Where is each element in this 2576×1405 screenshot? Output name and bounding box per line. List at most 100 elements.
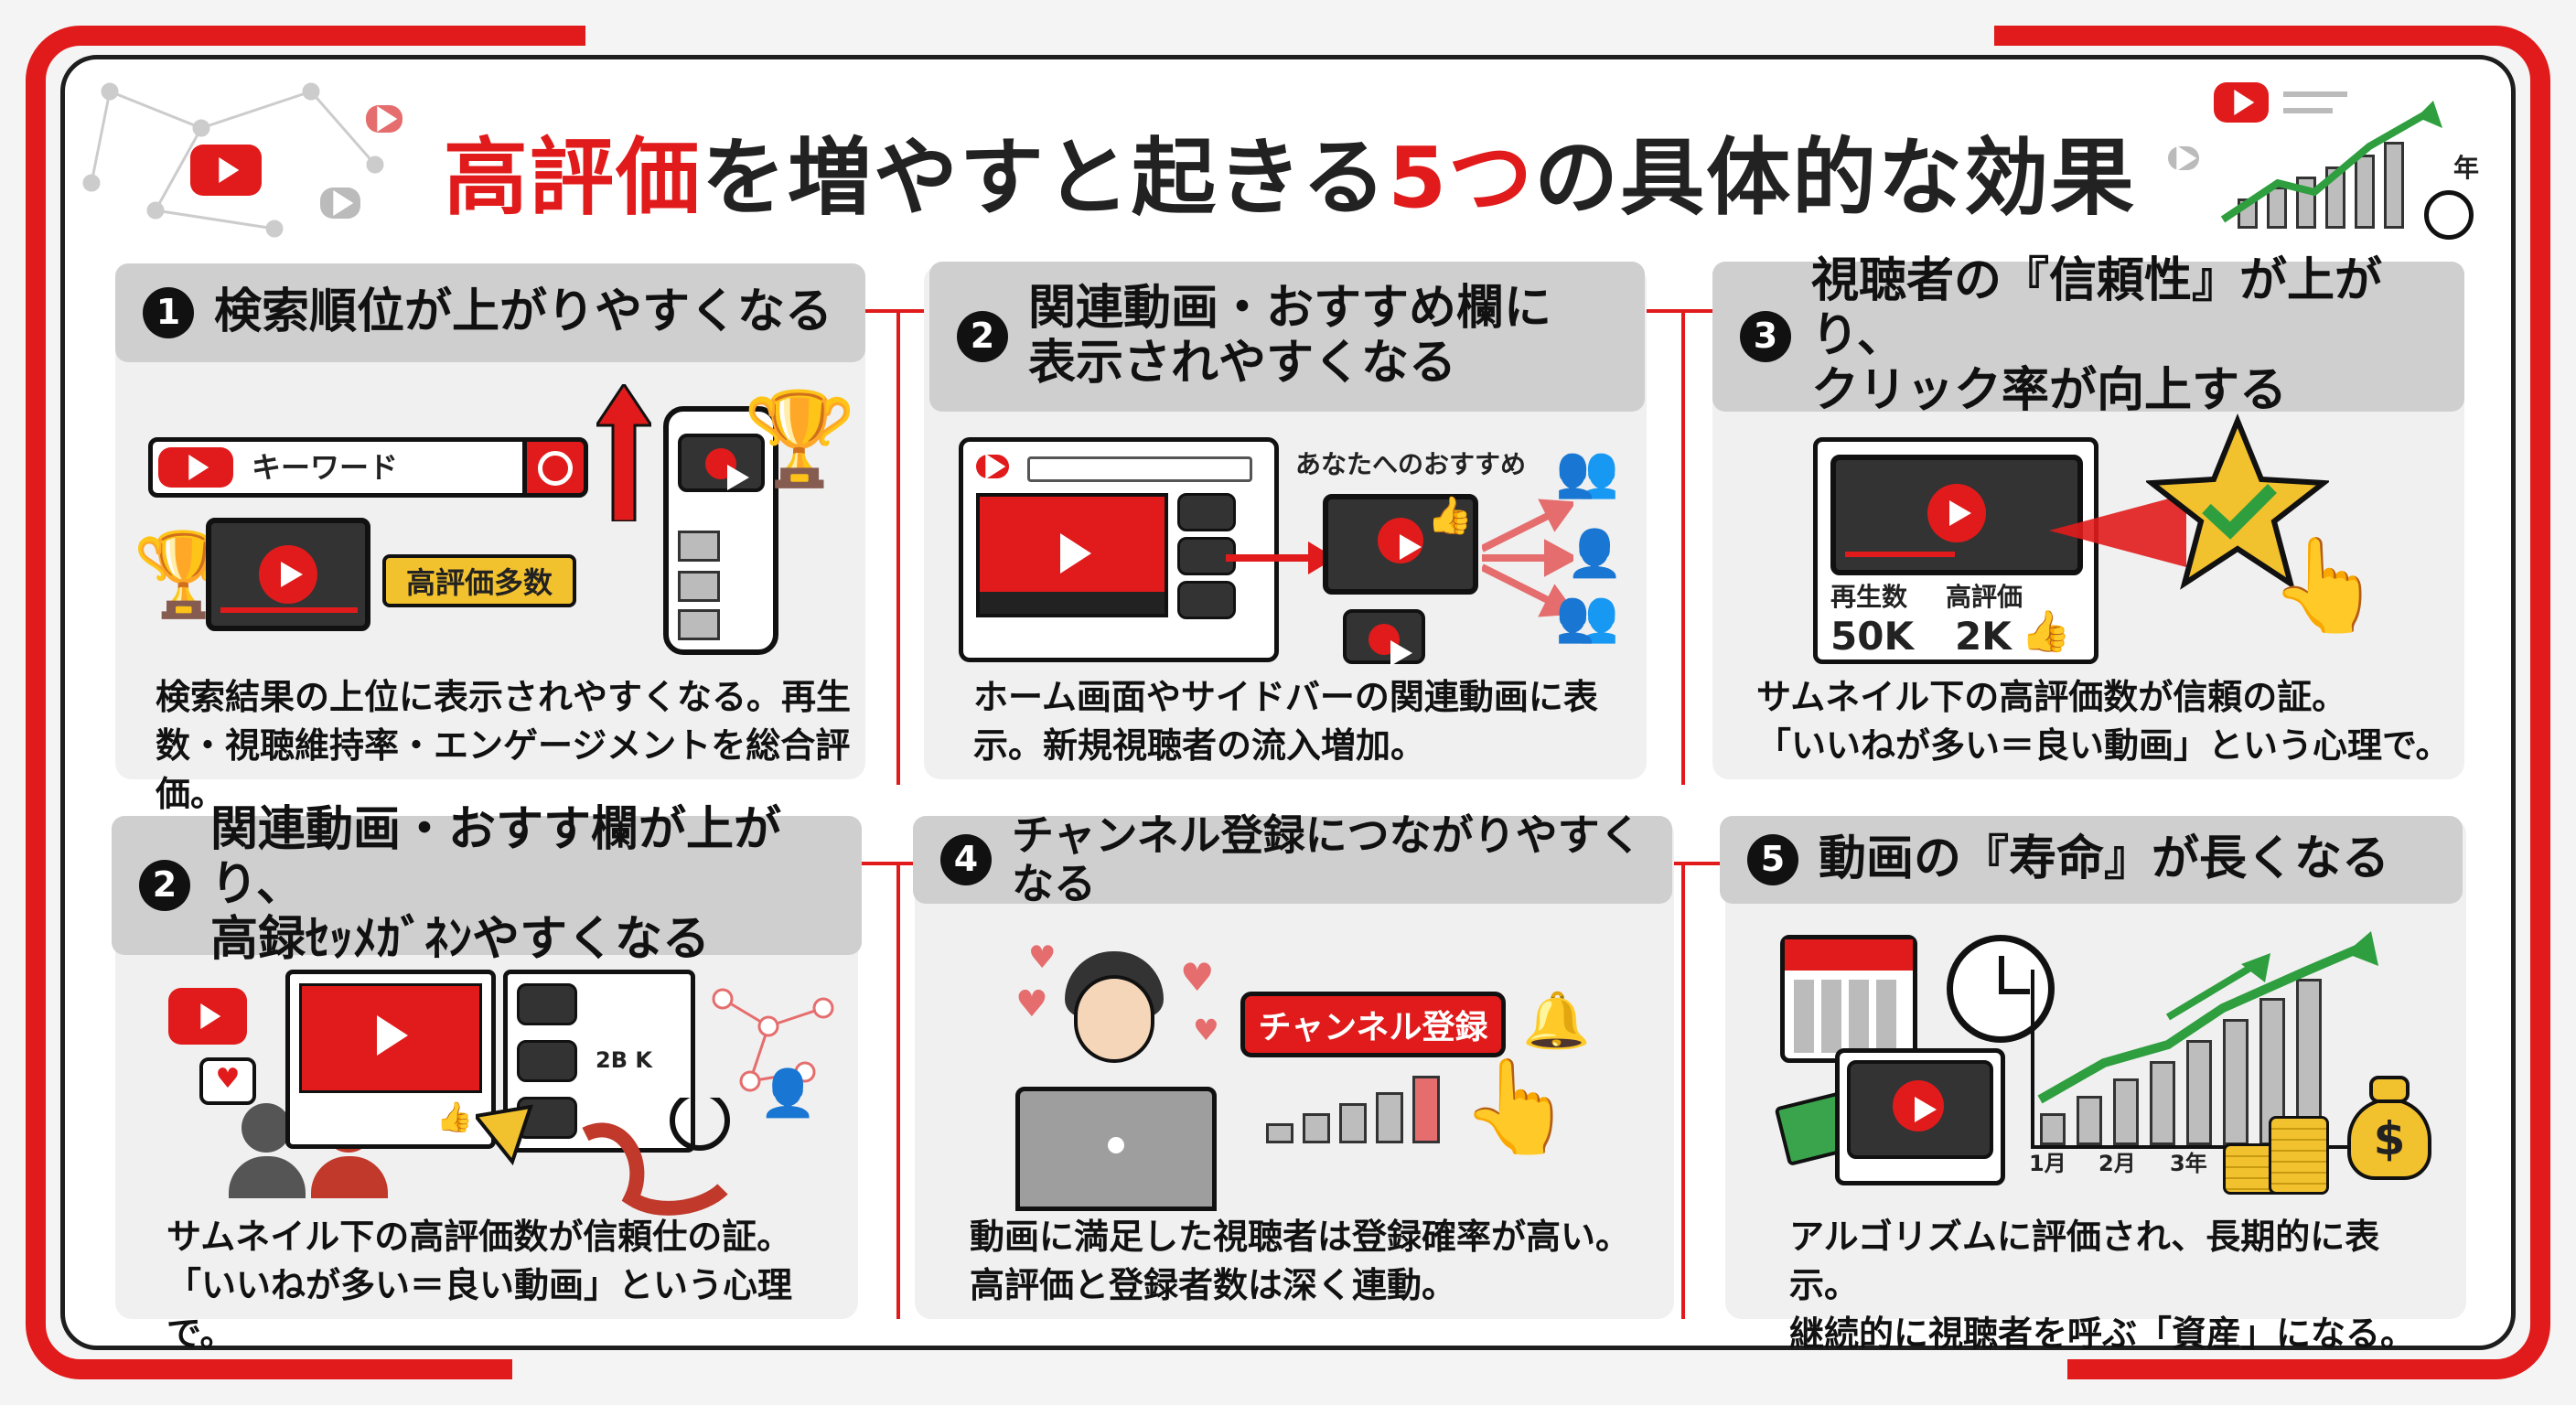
- panel-2-desc-line2: 示。新規視聴者の流入増加。: [973, 725, 1426, 767]
- calendar-header: [1785, 939, 1913, 971]
- viewer-1-icon: [242, 1103, 291, 1153]
- viewer-2-body: [311, 1156, 388, 1198]
- browser-play-icon: [1060, 533, 1091, 574]
- bell-icon: 🔔: [1522, 989, 1591, 1053]
- panel-6-desc-line2: 継続的に視聴者を呼ぶ「資産」になる。: [1789, 1314, 2416, 1355]
- panel-6-desc-line1: アルゴリズムに評価され、長期的に表示。: [1789, 1217, 2380, 1306]
- panel-2-number: 2: [957, 311, 1008, 362]
- panel-4-youtube-icon: [168, 988, 247, 1045]
- panel-4-list-video-1: [517, 983, 577, 1025]
- panel-6-description: アルゴリズムに評価され、長期的に表示。 継続的に視聴者を呼ぶ「資産」になる。: [1789, 1213, 2448, 1359]
- lifespan-bar-6: [2223, 1019, 2249, 1145]
- subscribe-button[interactable]: チャンネル登録: [1240, 992, 1506, 1057]
- connector-2-3-v: [1681, 309, 1685, 785]
- lifespan-trend-icon: [2037, 931, 2378, 1104]
- bag-neck: [2369, 1076, 2410, 1103]
- browser-window: [959, 437, 1279, 662]
- clock-hand-2: [1999, 989, 2030, 994]
- card-progress: [1845, 552, 1955, 557]
- phone-list-3: [678, 609, 720, 640]
- panel-3-desc-line1: サムネイル下の高評価数が信頼の証。: [1756, 677, 2347, 717]
- search-button: [522, 437, 588, 498]
- bag-body: $: [2347, 1098, 2431, 1180]
- happy-viewer-icon: [1057, 951, 1171, 1070]
- recommend-arrow-icon: [1226, 542, 1336, 574]
- panel-1-description: 検索結果の上位に表示されやすくなる。再生 数・視聴維持率・エンゲージメントを総合…: [156, 673, 851, 820]
- calendar-icon: [1780, 935, 1917, 1063]
- month-label-1: 1月: [2029, 1151, 2066, 1176]
- corner-growth-chart: 年: [2168, 73, 2488, 256]
- frame-notch-bottom: [512, 1348, 2067, 1385]
- panel-3-header-line2: クリック率が向上する: [1811, 362, 2288, 418]
- phone-list-2: [678, 571, 720, 602]
- calendar-grid: [1794, 980, 1904, 1053]
- lifespan-bar-3: [2113, 1078, 2139, 1145]
- audience-icon-3: 👥: [1555, 586, 1619, 646]
- coin-stack-icon: [2223, 1089, 2333, 1198]
- play-icon: [259, 545, 317, 604]
- viewer-1-body: [229, 1156, 306, 1198]
- panel-3-header-line1: 視聴者の『信頼性』が上がり、: [1811, 253, 2383, 364]
- network-decoration-icon: [82, 82, 384, 238]
- month-label-2: 2月: [2098, 1151, 2136, 1176]
- panel-5-header-text: チャンネル登録につながりやすくなる: [1012, 810, 1642, 908]
- search-icon: [538, 451, 573, 486]
- youtube-logo-small-icon: [366, 105, 402, 133]
- panel-4-list-video-2: [517, 1040, 577, 1082]
- panel-6-video: [1847, 1060, 1993, 1159]
- coin-2: [2269, 1116, 2329, 1195]
- clock-large-icon: [1947, 935, 2055, 1043]
- phone-list-1: [678, 531, 720, 562]
- panel-4-list: 2B K: [503, 970, 695, 1153]
- panel-4-desc-line1: サムネイル下の高評価数が信頼仕の証。: [166, 1217, 792, 1257]
- panel-4-description: サムネイル下の高評価数が信頼仕の証。 「いいねが多い＝良い動画」という心理で。: [166, 1213, 843, 1359]
- heart-icon-1: ♥: [1015, 983, 1048, 1025]
- page-title: 高評価を増やすと起きる5つの具体的な効果: [443, 129, 2137, 227]
- video-thumbnail: [206, 518, 370, 631]
- panel-3-header: 3 視聴者の『信頼性』が上がり、クリック率が向上する: [1712, 254, 2464, 418]
- subscriber-bar-4: [1376, 1092, 1403, 1143]
- subscribe-hand-icon: 👆: [1460, 1053, 1574, 1160]
- panel-4-header-line2: 高録ｾｯﾒｶﾞﾈﾝやすくなる: [210, 911, 711, 967]
- panel-4-header: 2 関連動画・おすす欄が上がり、高録ｾｯﾒｶﾞﾈﾝやすくなる: [112, 803, 862, 967]
- panel-3-header-text: 視聴者の『信頼性』が上がり、クリック率が向上する: [1811, 254, 2464, 418]
- youtube-logo-icon: [190, 145, 262, 196]
- panel-6-number: 5: [1747, 834, 1798, 885]
- subscriber-bar-5: [1412, 1076, 1440, 1143]
- browser-main-video: [976, 493, 1168, 617]
- panel-6-play-icon: [1893, 1080, 1944, 1132]
- panel-2-header-line2: 表示されやすくなる: [1028, 336, 1457, 391]
- laptop-icon: [1015, 1087, 1217, 1211]
- month-labels: 1月 2月 3年: [2029, 1153, 2212, 1180]
- panel-4-like-count: 2B K: [596, 1047, 652, 1073]
- panel-5-description: 動画に満足した視聴者は登録確率が高い。 高評価と登録者数は深く連動。: [970, 1213, 1665, 1310]
- subscriber-bar-2: [1303, 1113, 1330, 1143]
- highly-rated-badge: 高評価多数: [382, 554, 576, 607]
- clock-icon: [2424, 190, 2474, 240]
- likes-value: 2K: [1955, 614, 2012, 659]
- panel-3-description: サムネイル下の高評価数が信頼の証。 「いいねが多い＝良い動画」という心理で。: [1756, 673, 2452, 770]
- panel-1-number: 1: [143, 287, 194, 338]
- sidebar-video-3: [1177, 581, 1236, 619]
- panel-6-video-frame: [1835, 1048, 2005, 1185]
- panel-3-desc-line2: 「いいねが多い＝良い動画」という心理で。: [1756, 725, 2451, 767]
- hand-cursor-icon: 👆: [2269, 531, 2383, 638]
- panel-4-like-icon: 👍: [436, 1099, 473, 1134]
- audience-icon-2: 👤: [1566, 527, 1624, 580]
- corner-youtube-icon: [2214, 82, 2269, 123]
- panel-5-header: 4 チャンネル登録につながりやすくなる: [913, 811, 1672, 907]
- viewer-face: [1074, 975, 1154, 1063]
- panel-6-header: 5 動画の『寿命』が長くなる: [1720, 816, 2463, 904]
- recommended-video: [1323, 494, 1478, 595]
- views-value: 50K: [1830, 614, 1914, 659]
- browser-youtube-icon: [976, 455, 1009, 478]
- corner-trend-arrow-icon: [2220, 101, 2442, 223]
- money-bag-icon: $: [2347, 1070, 2431, 1180]
- subscriber-bars: [1266, 1076, 1467, 1143]
- laptop-logo: [1108, 1137, 1124, 1153]
- panel-4-number: 2: [139, 860, 190, 911]
- youtube-logo-faded-icon: [320, 188, 360, 219]
- corner-youtube-small-icon: [2168, 146, 2199, 170]
- panel-4-play-icon: [377, 1015, 408, 1056]
- frame-notch-top: [585, 20, 1994, 57]
